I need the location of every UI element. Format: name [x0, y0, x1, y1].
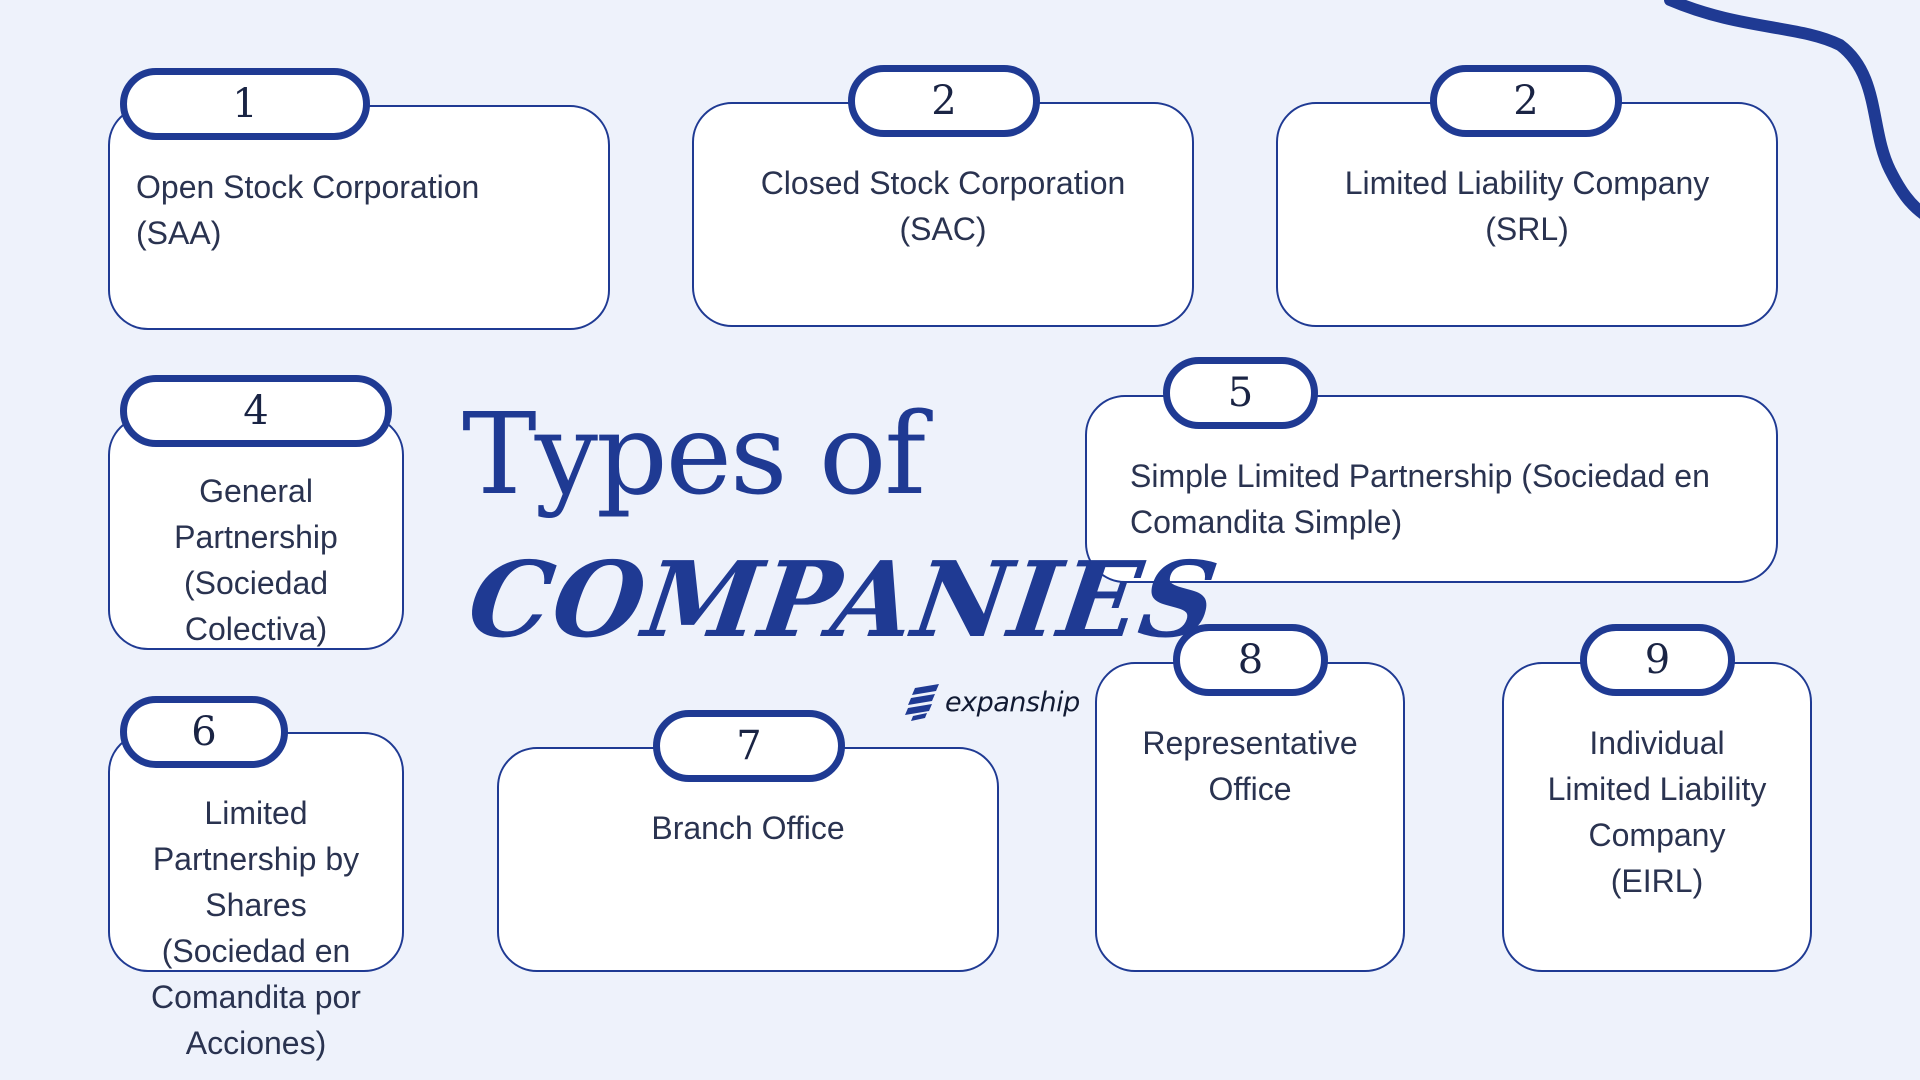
- number-badge-3: 2: [1430, 65, 1622, 137]
- number-badge-2: 2: [848, 65, 1040, 137]
- number-badge-7: 7: [653, 710, 845, 782]
- company-label-3: Limited Liability Company(SRL): [1344, 165, 1710, 247]
- company-label-2: Closed Stock Corporation(SAC): [760, 165, 1126, 247]
- company-card-5: [1085, 395, 1778, 583]
- number-badge-4: 4: [120, 375, 392, 447]
- expanship-logo-icon: [905, 684, 939, 721]
- company-card-6: [108, 732, 404, 972]
- number-badge-9: 9: [1580, 624, 1735, 696]
- company-card-1: [108, 105, 610, 330]
- company-card-2: [692, 102, 1194, 327]
- company-label-1: Open Stock Corporation(SAA): [136, 169, 480, 251]
- title-line-1: Types of: [462, 390, 926, 520]
- company-card-8: [1095, 662, 1405, 972]
- number-badge-1: 1: [120, 68, 370, 140]
- title-line-2: COMPANIES: [461, 538, 1226, 661]
- company-label-7: Branch Office: [651, 810, 845, 846]
- number-badge-6: 6: [120, 696, 288, 768]
- brand-name: expanship: [945, 686, 1080, 718]
- number-badge-8: 8: [1173, 624, 1328, 696]
- company-card-3: [1276, 102, 1778, 327]
- company-card-4: [108, 415, 404, 650]
- number-badge-5: 5: [1163, 357, 1318, 429]
- brand-logo: expanship: [905, 682, 1080, 722]
- company-card-9: [1502, 662, 1812, 972]
